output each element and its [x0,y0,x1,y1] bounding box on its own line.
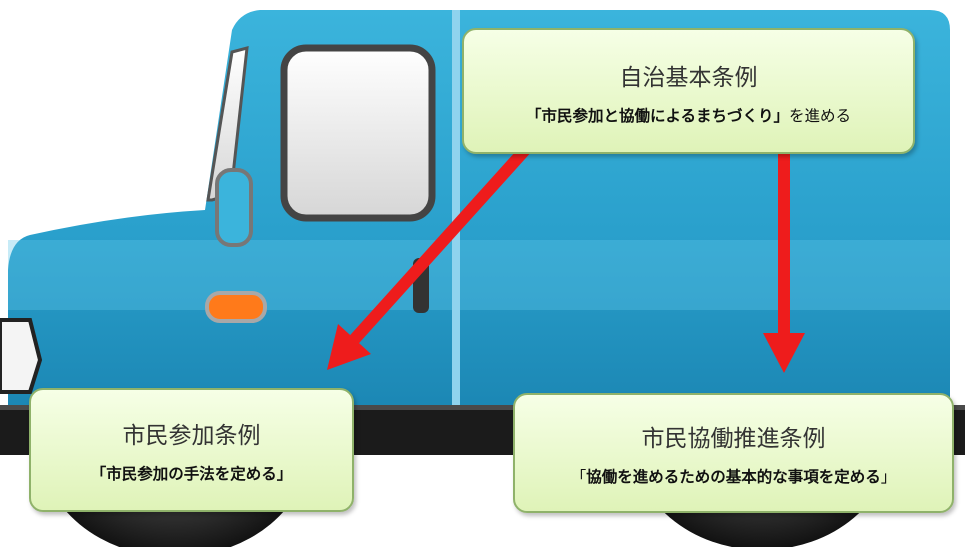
right-box-description: 「協働を進めるための基本的な事項を定める」 [515,465,952,487]
top-ordinance-box: 自治基本条例 「市民参加と協働によるまちづくり」を進める [462,28,915,154]
top-box-description: 「市民参加と協働によるまちづくり」を進める [464,104,913,126]
right-box-emphasis: 協働を進めるための基本的な事項を定める [586,467,881,486]
arrow-to-left-box [347,145,530,347]
headlight [0,318,43,394]
left-box-text: 「市民参加の手法を定める」 [90,464,293,483]
top-box-open-quote: 「 [525,106,542,125]
right-box-close-quote: 」 [880,468,897,486]
side-window [280,44,436,222]
top-box-close-quote: 」 [773,106,790,125]
side-mirror [215,168,253,247]
left-box-description: 「市民参加の手法を定める」 [31,462,352,484]
top-box-emphasis: 市民参加と協働によるまちづくり [541,106,774,125]
top-box-suffix: を進める [789,107,852,125]
right-box-open-quote: 「 [570,468,587,486]
left-ordinance-box: 市民参加条例 「市民参加の手法を定める」 [29,388,354,512]
cab-divider [452,10,460,415]
marker-light [205,291,267,323]
right-ordinance-box: 市民協働推進条例 「協働を進めるための基本的な事項を定める」 [513,393,954,513]
right-box-title: 市民協働推進条例 [641,426,826,452]
left-box-title: 市民参加条例 [122,423,261,449]
top-box-title: 自治基本条例 [619,65,758,91]
